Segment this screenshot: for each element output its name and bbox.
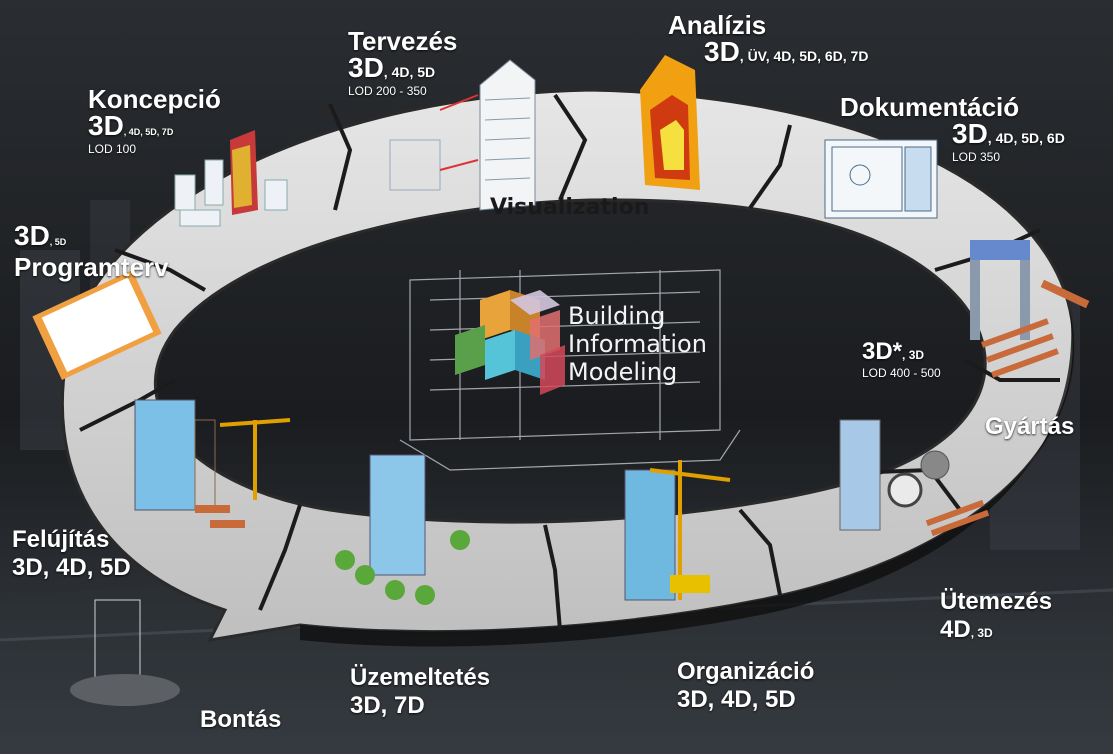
tervezes-illustration [389,59,536,211]
stage-dokumentacio: Dokumentáció 3D, 4D, 5D, 6D LOD 350 [840,94,1065,163]
dims-sub: , 3D [902,348,925,362]
dims-main: 3D [88,110,124,141]
gyartas-illustration [970,240,1090,378]
dims-main: 3D [704,36,740,67]
stage-title: Üzemeltetés [350,664,491,691]
dims-sub: , 5D [49,237,67,247]
stage-dims: 3D*, 3D [862,340,941,364]
stage-dims: 3D, 4D, 5D [677,686,796,713]
analizis-illustration [640,55,700,190]
dims-sub: , 4D, 5D [383,64,436,80]
stage-organizacio: Organizáció 3D, 4D, 5D [677,660,814,712]
felujitas-illustration [134,399,291,528]
stage-lod: LOD 350 [952,150,1001,164]
stage-title: Dokumentáció [840,92,1020,122]
stage-title: Organizáció [677,658,815,685]
programterv-clipboard [32,270,162,380]
stage-title: Felújítás [12,526,110,553]
stage-gyartas-dims: 3D*, 3D LOD 400 - 500 [862,340,941,380]
stage-utemezes: Ütemezés 4D, 3D [940,590,1052,642]
bontas-illustration [70,599,180,706]
stage-dims: 3D, 4D, 5D [12,554,131,581]
organizacio-illustration [624,460,731,601]
stage-title: Programterv [14,252,169,282]
bim-logo-cubes [455,290,565,395]
stage-bontas: Bontás [200,706,282,733]
stage-dims: 3D, 7D [350,692,425,719]
koncepcio-illustration [174,130,288,227]
stage-programterv: 3D, 5D Programterv [14,222,169,282]
stage-dims: 3D, ÜV, 4D, 5D, 6D, 7D [704,38,868,66]
bim-line-2: Information [568,330,707,358]
stage-felujitas: Felújítás 3D, 4D, 5D [12,528,131,580]
stage-koncepcio: Koncepció 3D, 4D, 5D, 7D LOD 100 [88,86,221,155]
stage-tervezes: Tervezés 3D, 4D, 5D LOD 200 - 350 [348,28,457,97]
stage-dims: 4D, 3D [940,618,1052,642]
bim-line-3: Modeling [568,358,678,386]
dims-sub: , ÜV, 4D, 5D, 6D, 7D [739,48,869,64]
stage-title: Koncepció [88,84,221,114]
stage-analizis: Analízis 3D, ÜV, 4D, 5D, 6D, 7D [668,12,868,66]
dims-sub: , 4D, 5D, 7D [123,127,174,137]
dims-main: 3D* [862,338,903,365]
stage-dims: 3D, 4D, 5D [348,54,457,82]
stage-title: Tervezés [348,26,458,56]
utemezes-illustration [839,419,990,537]
stage-lod: LOD 200 - 350 [348,84,427,98]
stage-title: Analízis [668,10,767,40]
dims-sub: , 4D, 5D, 6D [987,130,1065,146]
bim-center-text: Building Information Modeling [568,302,707,386]
stage-lod: LOD 100 [88,142,137,156]
dokumentacio-illustration [824,139,938,219]
dims-main: 3D [14,220,50,251]
dims-sub: , 3D [970,626,993,640]
ring-label: Visualization [490,195,650,220]
stage-dims: 3D, 4D, 5D, 6D [952,120,1065,148]
dims-main: 4D [940,616,971,643]
stage-dims: 3D, 5D [14,222,169,250]
bim-line-1: Building [568,302,666,330]
stage-title: Ütemezés [940,588,1053,615]
dims-main: 3D [348,52,384,83]
stage-lod: LOD 400 - 500 [862,366,941,380]
lifecycle-ring [60,88,1076,647]
dims-main: 3D [952,118,988,149]
stage-uzemeltetes: Üzemeltetés 3D, 7D [350,666,490,718]
stage-gyartas-title: Gyártás [985,413,1075,440]
stage-dims: 3D, 4D, 5D, 7D [88,112,221,140]
uzemeltetes-illustration [335,454,470,605]
